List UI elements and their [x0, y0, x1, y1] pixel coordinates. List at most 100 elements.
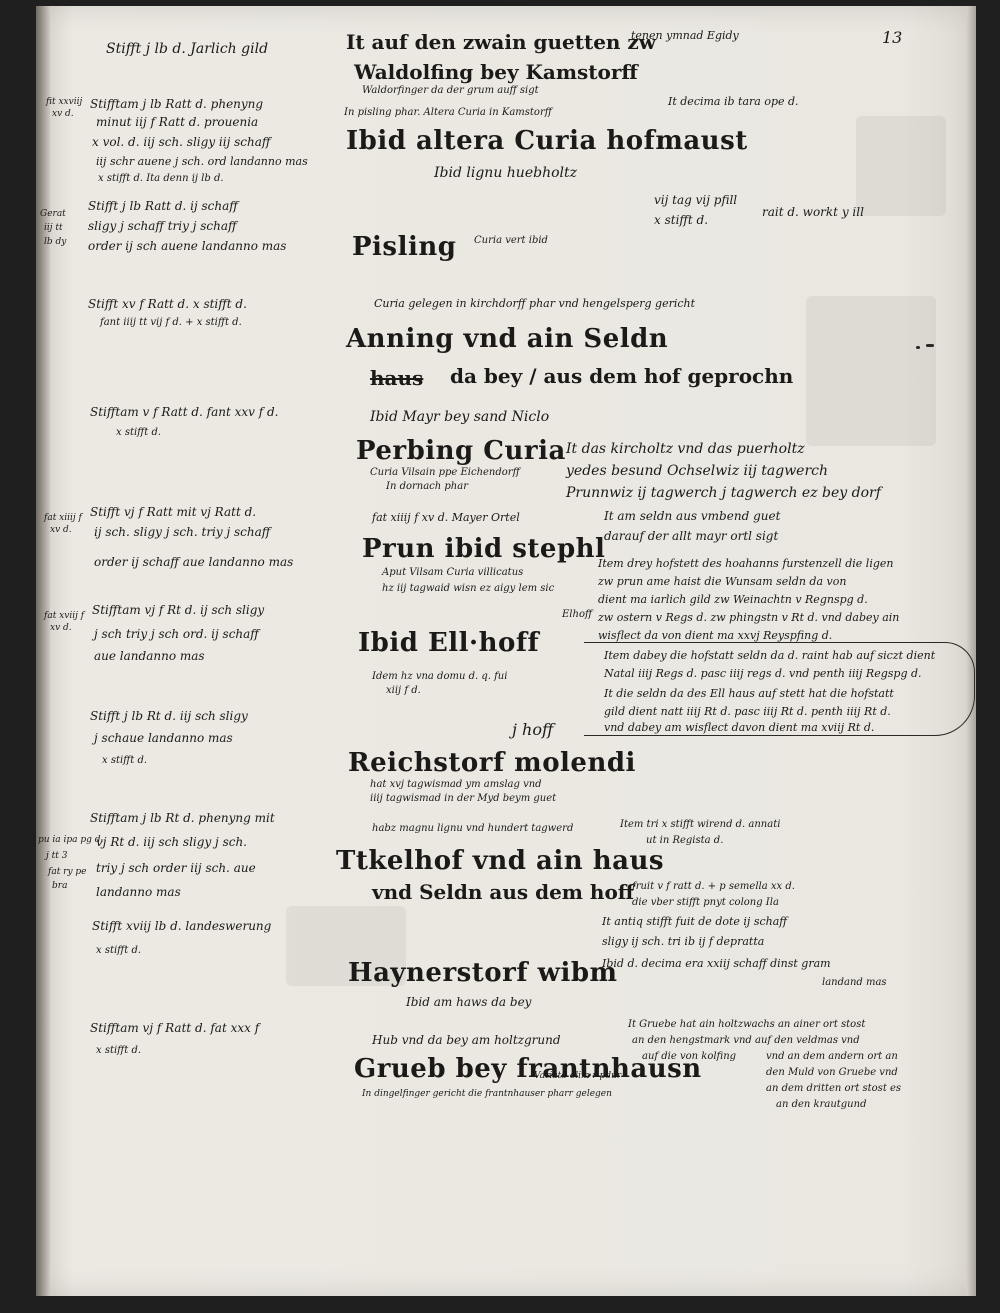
entry-heading: Perbing Curia	[356, 436, 566, 466]
margin-note: fat xiiij f	[44, 513, 82, 523]
entry-right-line: Item tri x stifft wirend d. annati	[620, 819, 781, 830]
entry-right-line: It antiq stifft fuit de dote ij schaff	[602, 915, 788, 928]
entry-heading: Pisling	[352, 232, 457, 262]
entry-left-line: Stifftam j lb Ratt d. phenyng	[90, 97, 264, 111]
entry-left-line: Stifftam vj f Ratt d. fat xxx f	[90, 1021, 260, 1035]
margin-note: bra	[52, 881, 68, 891]
entry-right-line: It das kircholtz vnd das puerholtz	[566, 441, 805, 457]
top-left-text: Stifft j lb d. Jarlich gild	[106, 41, 269, 57]
margin-note: xv d.	[50, 623, 72, 633]
entry-left-line: x stifft d.	[102, 755, 148, 766]
entry-left-line: order ij sch auene landanno mas	[88, 239, 287, 253]
entry-right-line: ut in Regista d.	[646, 835, 724, 846]
entry-left-line: aue landanno mas	[94, 649, 205, 663]
page-number: 13	[882, 28, 903, 47]
entry-subtext: In dingelfinger gericht die frantnhauser…	[362, 1089, 612, 1099]
entry-heading-2: da bey / aus dem hof geprochn	[450, 364, 794, 388]
entry-right-line: an dem dritten ort stost es	[766, 1083, 902, 1094]
entry-left-line: Stifft j lb Ratt d. ij schaff	[88, 199, 238, 213]
entry-heading-note: Curia vert ibid	[474, 235, 548, 246]
entry-left-line: Stifftam j lb Rt d. phenyng mit	[90, 811, 275, 825]
struck-word: haus	[370, 366, 424, 390]
entry-subtext-top: j hoff	[512, 720, 554, 739]
entry-subtext: Ibid lignu huebholtz	[434, 165, 577, 181]
entry-subtext: In dornach phar	[386, 481, 468, 492]
entry-left-line: Stifftam v f Ratt d. fant xxv f d.	[90, 405, 279, 419]
entry-right-line: sligy ij sch. tri ib ij f depratta	[602, 935, 765, 948]
entry-right-line: vnd dabey am wisflect davon dient ma xvi…	[604, 721, 875, 734]
entry-heading: Prun ibid stephl	[362, 534, 606, 564]
entry-right-line: Natal iiij Regs d. pasc iiij regs d. vnd…	[604, 667, 922, 680]
entry-subtext-top: Elhoff	[562, 609, 593, 620]
entry-right-line: an den krautgund	[776, 1099, 867, 1110]
ink-bleed	[806, 296, 936, 446]
entry-left-line: vj Rt d. iij sch sligy j sch.	[96, 835, 247, 849]
top-right-text: tenen ymnad Egidy	[631, 29, 739, 42]
top-subtext: Waldorfinger da der grum auff sigt	[362, 85, 539, 96]
entry-left-line: sligy j schaff triy j schaff	[88, 219, 237, 233]
manuscript-page: 13 Stifft j lb d. Jarlich gild It auf de…	[36, 6, 976, 1296]
top-heading-2: Waldolfing bey Kamstorff	[354, 60, 638, 84]
entry-heading: Anning vnd ain Seldn	[346, 324, 669, 354]
entry-right-line: Prunnwiz ij tagwerch j tagwerch ez bey d…	[566, 485, 881, 501]
margin-note: lb dy	[44, 237, 67, 247]
entry-right-line: It Gruebe hat ain holtzwachs an ainer or…	[628, 1019, 866, 1030]
entry-right-line: gild dient natt iiij Rt d. pasc iiij Rt …	[604, 705, 891, 718]
entry-right-line: x stifft d.	[654, 213, 709, 227]
entry-left-line: Stifft j lb Rt d. iij sch sligy	[90, 709, 248, 723]
entry-subtext: xiij f d.	[386, 685, 421, 696]
ink-bleed	[856, 116, 946, 216]
margin-note: fit xxviij	[46, 97, 83, 107]
margin-note: iij tt	[44, 223, 63, 233]
entry-left-line: x vol. d. iij sch. sligy iij schaff	[92, 135, 271, 149]
entry-right-line: wisflect da von dient ma xxvj Reyspfing …	[598, 629, 833, 642]
entry-left-line: x stifft d.	[96, 1045, 142, 1056]
ink-mark	[916, 346, 920, 349]
entry-left-line: order ij schaff aue landanno mas	[94, 555, 294, 569]
entry-subtext-top: Curia gelegen in kirchdorff phar vnd hen…	[374, 297, 696, 310]
entry-right-line: den Muld von Gruebe vnd	[766, 1067, 898, 1078]
margin-note: fat xviij f	[44, 611, 85, 621]
entry-subtext-top: In pisling phar. Altera Curia in Kamstor…	[344, 107, 552, 118]
entry-left-line: x stifft d. Ita denn ij lb d.	[98, 173, 224, 184]
entry-right-line: vnd an dem andern ort an	[766, 1051, 898, 1062]
entry-subtext-top: Hub vnd da bey am holtzgrund	[372, 1033, 561, 1047]
entry-heading-2: vnd Seldn aus dem hoff	[372, 880, 635, 904]
entry-right-line: darauf der allt mayr ortl sigt	[604, 529, 779, 543]
entry-heading: Ibid altera Curia hofmaust	[346, 126, 748, 156]
margin-note: j tt 3	[46, 851, 68, 861]
entry-right-line: an den hengstmark vnd auf den veldmas vn…	[632, 1035, 860, 1046]
entry-right-line: dient ma iarlich gild zw Weinachtn v Reg…	[598, 593, 868, 606]
margin-note: fat ry pe	[48, 867, 87, 877]
entry-subtext: hz iij tagwaid wisn ez aigy lem sic	[382, 583, 555, 594]
entry-right-line: fruit v f ratt d. + p semella xx d.	[632, 881, 795, 892]
ink-mark	[926, 344, 934, 347]
entry-subtext: Ibid am haws da bey	[406, 995, 532, 1009]
entry-right-line: Item dabey die hofstatt seldn da d. rain…	[604, 649, 936, 662]
entry-right-line: zw prun ame haist die Wunsam seldn da vo…	[598, 575, 847, 588]
entry-heading: Ibid Ell·hoff	[358, 628, 540, 658]
margin-note: Gerat	[40, 209, 66, 219]
entry-left-line: landanno mas	[96, 885, 181, 899]
entry-right-line: auf die von kolfing	[642, 1051, 737, 1062]
page-spine	[36, 6, 50, 1296]
entry-left-line: Stifft vj f Ratt mit vj Ratt d.	[90, 505, 257, 519]
margin-note: xv d.	[50, 525, 72, 535]
entry-right-line: yedes besund Ochselwiz iij tagwerch	[566, 463, 829, 479]
entry-subtext: iiij tagwismad in der Myd beym guet	[370, 793, 557, 804]
entry-heading: Haynerstorf wibm	[348, 958, 618, 988]
entry-left-line: x stifft d.	[96, 945, 142, 956]
top-heading: It auf den zwain guetten zw	[346, 30, 656, 54]
entry-right-line: It decima ib tara ope d.	[668, 95, 799, 108]
entry-left-line: j sch triy j sch ord. ij schaff	[94, 627, 259, 641]
bracket-line	[584, 642, 975, 736]
entry-left-line: Stifft xviij lb d. landeswerung	[92, 919, 272, 933]
entry-left-line: minut iij f Ratt d. prouenia	[96, 115, 259, 129]
margin-note: pu ia ipa pg d.	[38, 835, 104, 845]
ink-bleed	[286, 906, 406, 986]
entry-left-line: x stifft d.	[116, 427, 162, 438]
entry-left-line: Stifftam vj f Rt d. ij sch sligy	[92, 603, 265, 617]
entry-left-line: ij sch. sligy j sch. triy j schaff	[94, 525, 271, 539]
entry-right-line: Ibid d. decima era xxiij schaff dinst gr…	[602, 957, 831, 970]
entry-heading: Ttkelhof vnd ain haus	[336, 846, 664, 876]
